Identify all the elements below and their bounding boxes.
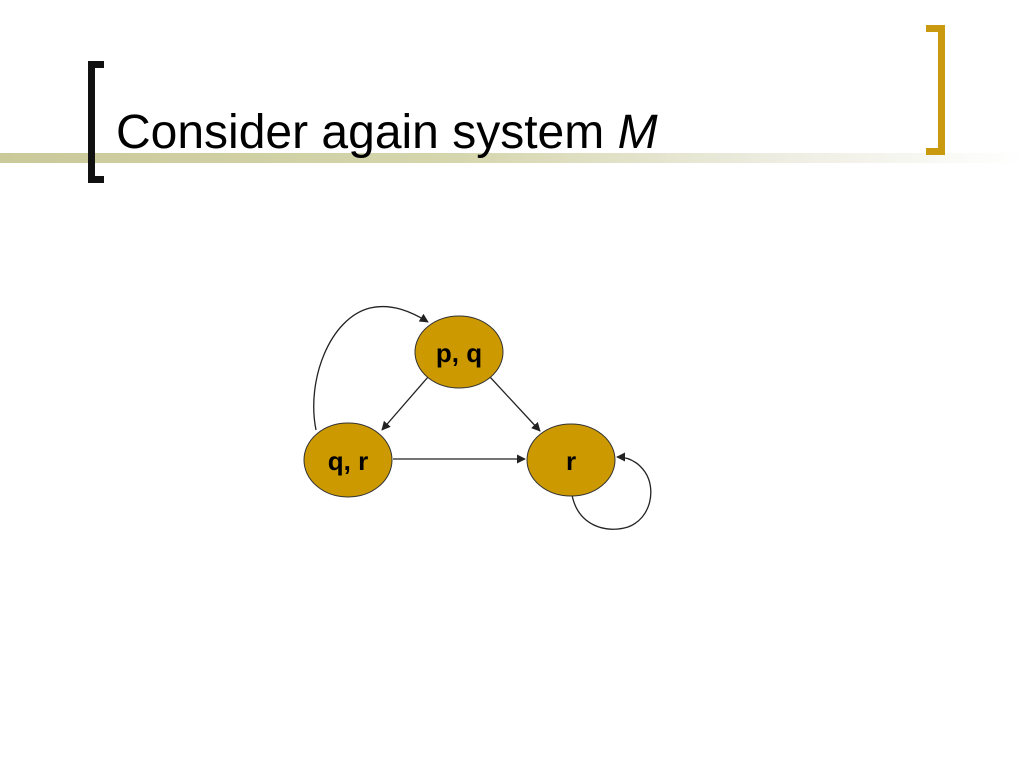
corner-bracket-right <box>926 25 945 155</box>
edge-pq-to-r <box>489 376 541 432</box>
edge-r-self-loop <box>571 452 652 530</box>
edge-qr-to-pq-curve <box>313 306 429 431</box>
node-pq: p, q <box>414 315 504 389</box>
slide-title: Consider again system M <box>116 104 658 162</box>
node-r: r <box>526 423 616 497</box>
node-r-label: r <box>566 446 576 476</box>
title-bracket-left <box>88 61 104 183</box>
slide-title-text: Consider again system <box>116 106 605 159</box>
edge-pq-to-qr <box>381 376 429 431</box>
node-qr: q, r <box>303 422 393 498</box>
node-pq-label: p, q <box>436 338 482 368</box>
slide-title-variable: M <box>617 106 658 159</box>
title-underline-bar <box>0 153 1024 163</box>
node-qr-label: q, r <box>328 446 368 476</box>
